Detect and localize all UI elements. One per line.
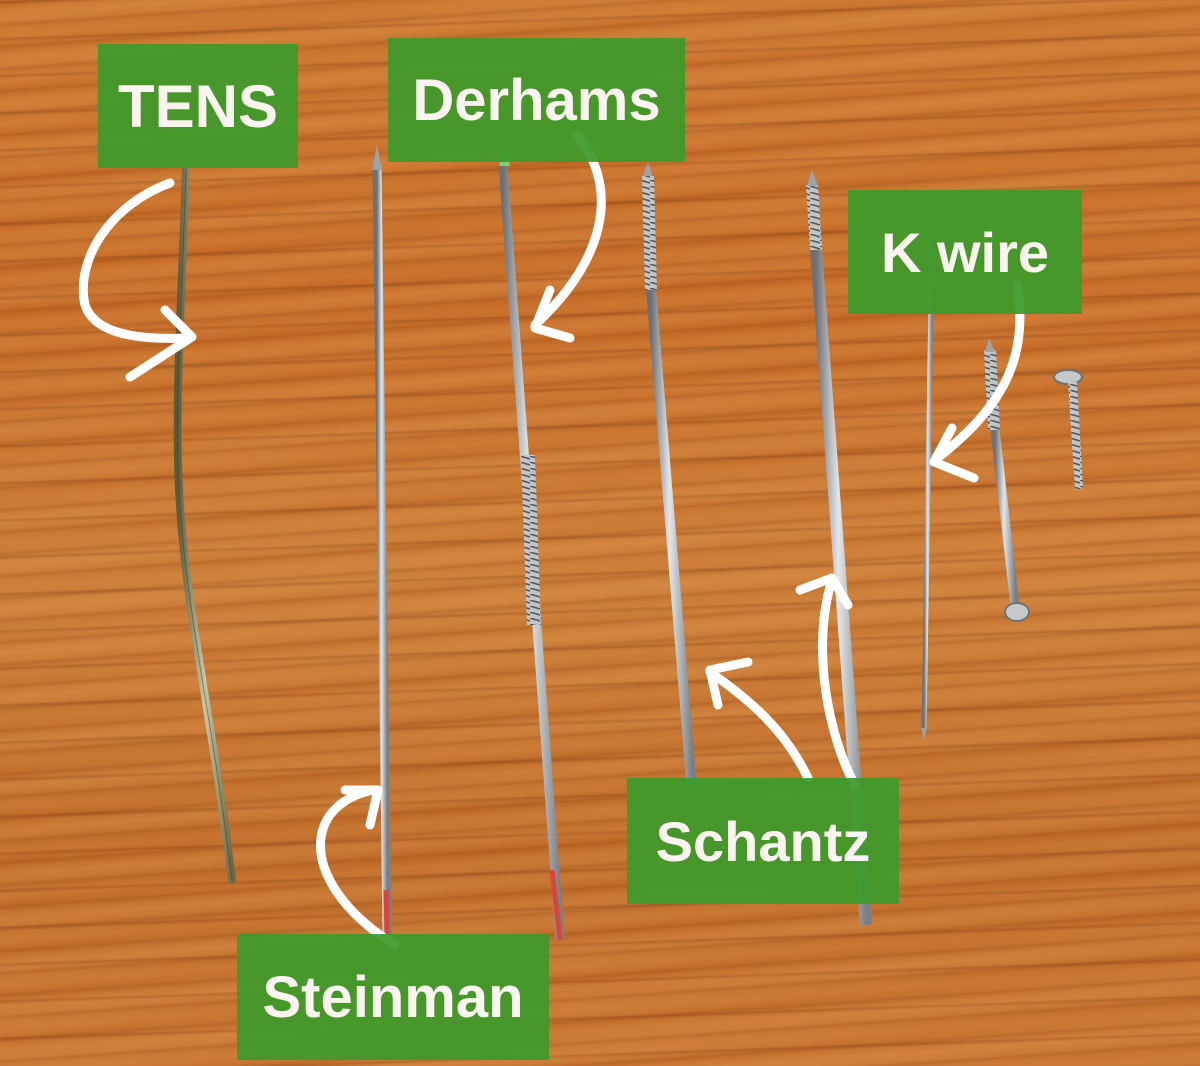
arrow-schantz-left <box>705 667 813 783</box>
label-k-wire-text: K wire <box>880 220 1050 284</box>
label-steinman-text: Steinman <box>262 964 524 1030</box>
label-tens-text: TENS <box>117 72 279 140</box>
label-derhams-text: Derhams <box>412 67 661 133</box>
arrow-schantz-right-head <box>795 573 853 610</box>
label-schantz: Schantz <box>627 778 899 904</box>
arrow-tens-head <box>125 305 197 382</box>
arrow-tens <box>78 178 195 343</box>
derhams-pin <box>498 146 565 941</box>
arrow-schantz-right <box>818 575 860 790</box>
label-schantz-text: Schantz <box>655 809 871 873</box>
label-k-wire: K wire <box>848 190 1082 314</box>
arrow-derhams-head <box>530 285 575 343</box>
tens-nail <box>173 161 236 884</box>
k-wire <box>921 239 935 740</box>
small-screw <box>1053 369 1083 490</box>
label-steinman: Steinman <box>237 934 549 1060</box>
steinman-pin <box>372 145 392 936</box>
arrow-steinman-head <box>340 785 383 830</box>
label-derhams: Derhams <box>388 38 685 162</box>
schantz-pin-left <box>642 162 697 791</box>
arrow-kwire-head <box>929 423 979 483</box>
label-tens: TENS <box>98 44 298 168</box>
arrow-schantz-left-head <box>705 657 753 710</box>
